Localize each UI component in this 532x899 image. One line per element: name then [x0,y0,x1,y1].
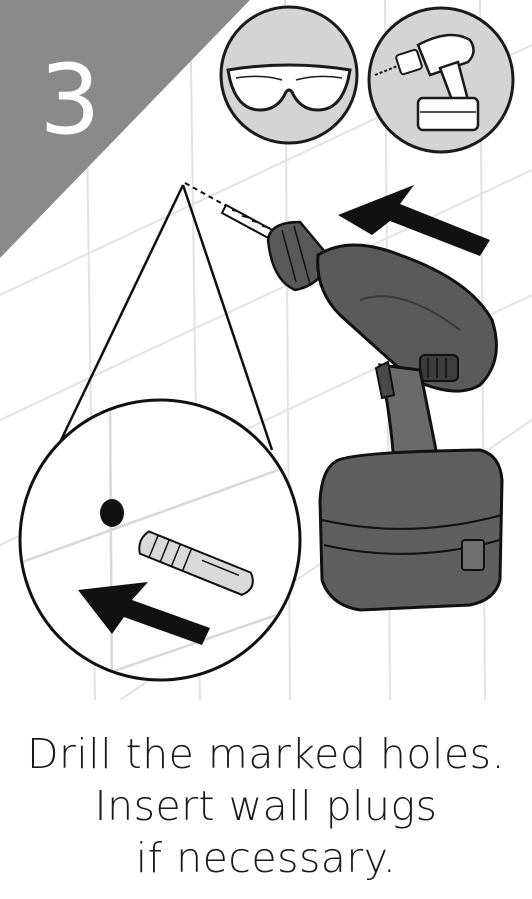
drilled-hole [100,499,124,527]
safety-goggles-icon [221,7,357,143]
caption-line-1: Drill the marked holes. [0,728,532,780]
caption-line-3: if necessary. [0,832,532,884]
instruction-illustration: 3 [0,0,532,700]
magnified-detail [0,400,320,700]
step-number: 3 [39,44,100,156]
caption-line-2: Insert wall plugs [0,780,532,832]
instruction-caption: Drill the marked holes. Insert wall plug… [0,728,532,884]
cordless-drill-icon [369,8,513,152]
step-banner [0,0,250,258]
